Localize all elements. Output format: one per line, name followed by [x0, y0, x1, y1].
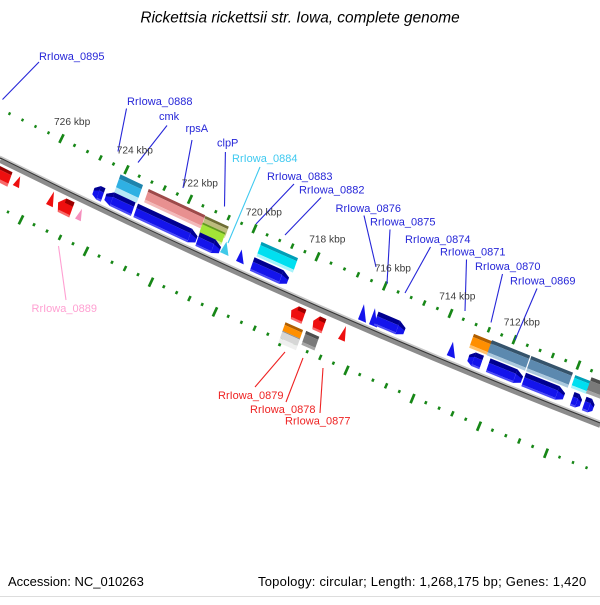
svg-text:RrIowa_0870: RrIowa_0870	[475, 261, 540, 273]
svg-text:RrIowa_0876: RrIowa_0876	[336, 203, 401, 215]
svg-text:RrIowa_0871: RrIowa_0871	[440, 247, 505, 259]
svg-text:RrIowa_0869: RrIowa_0869	[510, 276, 575, 288]
svg-text:720 kbp: 720 kbp	[246, 208, 283, 219]
svg-text:726 kbp: 726 kbp	[54, 117, 91, 128]
svg-text:RrIowa_0888: RrIowa_0888	[127, 96, 192, 108]
svg-text:Topology: circular; Length: 1,: Topology: circular; Length: 1,268,175 bp…	[258, 574, 586, 589]
svg-text:718 kbp: 718 kbp	[309, 235, 346, 246]
svg-text:RrIowa_0874: RrIowa_0874	[405, 234, 470, 246]
svg-text:cmk: cmk	[159, 111, 180, 123]
svg-text:Accession: NC_010263: Accession: NC_010263	[8, 574, 144, 589]
svg-text:RrIowa_0877: RrIowa_0877	[285, 416, 350, 428]
svg-text:RrIowa_0875: RrIowa_0875	[370, 217, 435, 229]
svg-text:714 kbp: 714 kbp	[439, 292, 476, 303]
svg-text:rpsA: rpsA	[186, 123, 209, 135]
svg-text:clpP: clpP	[217, 138, 238, 150]
svg-text:RrIowa_0889: RrIowa_0889	[32, 303, 97, 315]
svg-text:716 kbp: 716 kbp	[375, 264, 412, 275]
svg-text:RrIowa_0879: RrIowa_0879	[218, 390, 283, 402]
svg-text:RrIowa_0895: RrIowa_0895	[39, 51, 104, 63]
svg-text:724 kbp: 724 kbp	[117, 146, 154, 157]
svg-text:RrIowa_0878: RrIowa_0878	[250, 404, 315, 416]
svg-text:712 kbp: 712 kbp	[504, 318, 541, 329]
svg-text:RrIowa_0883: RrIowa_0883	[267, 171, 332, 183]
svg-text:Rickettsia rickettsii str. Iow: Rickettsia rickettsii str. Iowa, complet…	[140, 9, 459, 26]
svg-text:722 kbp: 722 kbp	[182, 179, 219, 190]
svg-text:RrIowa_0884: RrIowa_0884	[232, 153, 297, 165]
svg-text:RrIowa_0882: RrIowa_0882	[299, 185, 364, 197]
